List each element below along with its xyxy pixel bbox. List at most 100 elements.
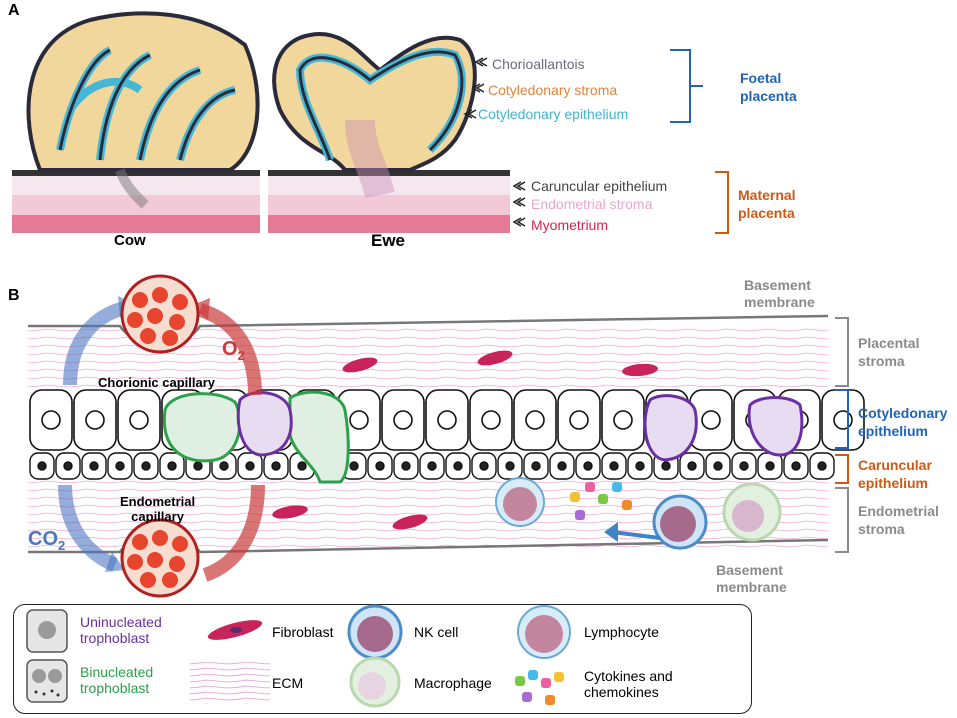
nk-cell-icon <box>347 604 403 660</box>
uninucleated-icon <box>26 609 68 653</box>
legend-nk-cell-label: NK cell <box>414 624 459 640</box>
cell-nucleus <box>791 461 801 471</box>
cell-nucleus <box>613 410 633 430</box>
cell-nucleus <box>765 461 775 471</box>
cell-nucleus <box>569 410 589 430</box>
foetal-bracket <box>670 49 703 123</box>
cell-nucleus <box>505 461 515 471</box>
macrophage-cell <box>722 482 782 542</box>
cell-nucleus <box>141 461 151 471</box>
cow-placentome <box>12 11 260 233</box>
foetal-layer-label: Chorioallantois <box>492 56 585 72</box>
legend-ecm-label: ECM <box>272 675 304 691</box>
cell-nucleus <box>609 461 619 471</box>
cell-nucleus <box>271 461 281 471</box>
upper-return-arrow <box>63 301 127 386</box>
o2-arrow <box>197 303 262 396</box>
cytokines-cluster <box>570 482 632 520</box>
chorionic-capillary-label: Chorionic capillary <box>98 375 216 390</box>
cell-nucleus <box>349 410 369 430</box>
cell-nucleus <box>349 461 359 471</box>
cell-nucleus <box>167 461 177 471</box>
uninucleated-trophoblast-2 <box>643 394 698 462</box>
cotyledonary-epithelium-cells <box>28 388 865 451</box>
maternal-layer-label: Caruncular epithelium <box>531 178 668 194</box>
endometrial-capillary <box>120 518 200 598</box>
nk-cell <box>652 494 708 550</box>
cell-nucleus <box>557 461 567 471</box>
cell-nucleus <box>833 410 853 430</box>
cell-nucleus <box>481 410 501 430</box>
cell-nucleus <box>219 461 229 471</box>
cell-nucleus <box>701 410 721 430</box>
macrophage-icon <box>349 656 401 708</box>
o2-label: O2 <box>222 338 245 363</box>
cell-nucleus <box>129 410 149 430</box>
legend-lymphocyte-label: Lymphocyte <box>584 624 659 640</box>
cell-nucleus <box>635 461 645 471</box>
legend-fibroblast-label: Fibroblast <box>272 624 334 640</box>
foetal-placenta-label: Foetal placenta <box>740 70 797 104</box>
cow-label: Cow <box>114 232 146 249</box>
cell-nucleus <box>245 461 255 471</box>
cell-nucleus <box>41 410 61 430</box>
panel-a-letter: A <box>8 2 20 19</box>
binucleated-trophoblast-2 <box>288 390 350 484</box>
fibroblast-icon <box>207 620 263 640</box>
cell-nucleus <box>583 461 593 471</box>
panel-a-illustration <box>12 11 729 234</box>
cell-nucleus <box>85 410 105 430</box>
cell-nucleus <box>525 410 545 430</box>
panel-b-illustration <box>28 274 865 598</box>
legend-macrophage-label: Macrophage <box>414 675 492 691</box>
uninucleated-trophoblast-1 <box>236 391 293 457</box>
cell-nucleus <box>375 461 385 471</box>
maternal-bracket <box>715 171 729 234</box>
cell-nucleus <box>713 461 723 471</box>
cell-nucleus <box>63 461 73 471</box>
binucleated-icon <box>26 659 68 703</box>
maternal-placenta-label: Maternal placenta <box>738 187 796 221</box>
maternal-layer-label: Endometrial stroma <box>531 196 653 212</box>
cell-nucleus <box>427 461 437 471</box>
foetal-layer-label: Cotyledonary stroma <box>488 82 618 98</box>
cell-nucleus <box>297 461 307 471</box>
cell-nucleus <box>437 410 457 430</box>
cell-nucleus <box>531 461 541 471</box>
co2-label: CO2 <box>28 528 66 553</box>
cell-nucleus <box>817 461 827 471</box>
lower-return-arrow <box>202 484 265 582</box>
foetal-layer-label: Cotyledonary epithelium <box>478 106 629 122</box>
lymphocyte-cell <box>495 477 545 527</box>
cell-nucleus <box>193 461 203 471</box>
cell-nucleus <box>115 461 125 471</box>
chorionic-capillary <box>120 274 200 354</box>
cell-nucleus <box>661 461 671 471</box>
caruncular-epithelium-cells <box>29 452 835 480</box>
cell-nucleus <box>687 461 697 471</box>
panel-b-letter: B <box>8 287 20 304</box>
cell-nucleus <box>453 461 463 471</box>
cell-nucleus <box>37 461 47 471</box>
lymphocyte-icon <box>517 605 571 659</box>
ewe-placentome <box>268 32 510 233</box>
maternal-layer-label: Myometrium <box>531 217 609 233</box>
cytokines-icon <box>515 670 564 705</box>
fibroblasts <box>272 350 658 530</box>
uninucleated-trophoblast-3 <box>747 396 804 457</box>
ewe-label: Ewe <box>371 231 406 250</box>
ecm-icon <box>190 662 270 704</box>
cell-nucleus <box>739 461 749 471</box>
binucleated-trophoblast-1 <box>162 392 242 463</box>
legend-icons <box>26 604 571 708</box>
cell-nucleus <box>479 461 489 471</box>
